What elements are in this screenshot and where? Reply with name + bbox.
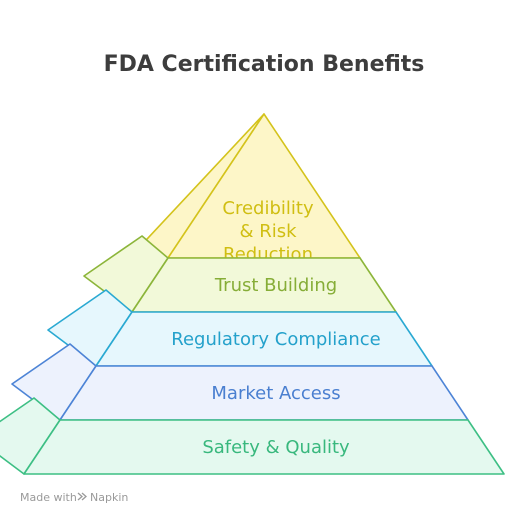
pyramid-tier-4: Market Access	[11, 343, 469, 421]
tier-label: Safety & Quality	[202, 437, 350, 458]
tier-label: Credibility	[222, 198, 314, 219]
tier-label: Regulatory Compliance	[171, 329, 380, 350]
tier-label: & Risk	[239, 221, 297, 242]
napkin-logo-icon	[77, 492, 87, 501]
pyramid-tier-5: Safety & Quality	[0, 397, 505, 475]
tier-label: Trust Building	[214, 275, 337, 296]
pyramid-tier-3: Regulatory Compliance	[47, 289, 433, 367]
tier-label: Market Access	[211, 383, 340, 404]
tier-front-face	[23, 419, 505, 475]
footer-brand: Napkin	[90, 491, 128, 504]
footer-made-with: Made with	[20, 491, 77, 504]
footer: Made with Napkin	[20, 491, 128, 504]
diagram-title: FDA Certification Benefits	[104, 52, 425, 77]
pyramid-tier-2: Trust Building	[83, 235, 397, 313]
